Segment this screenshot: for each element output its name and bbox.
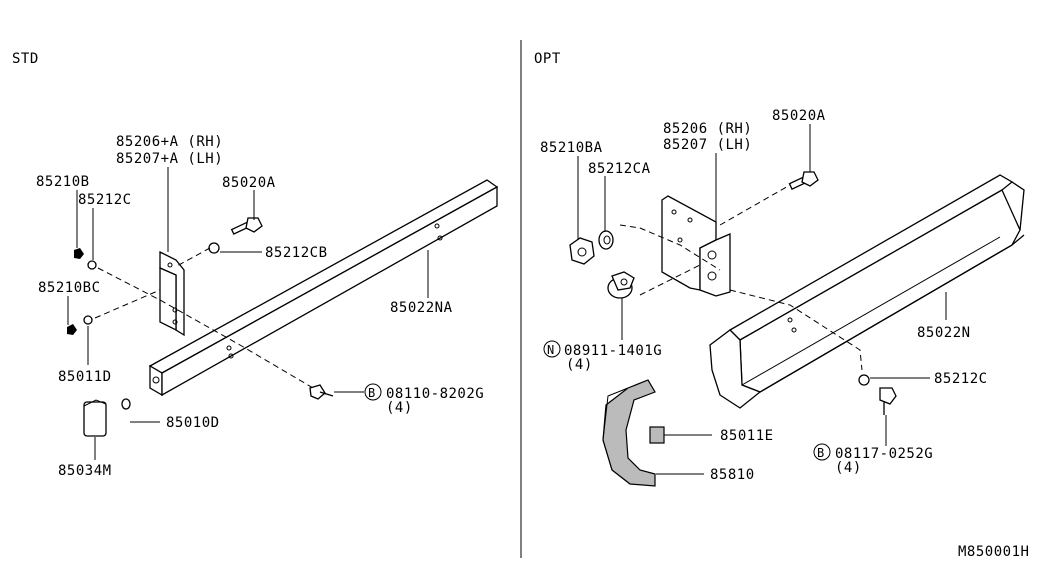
std-assembly-line-1 — [97, 267, 326, 396]
std-bolt-b-symbol-circle — [364, 383, 382, 401]
opt-washer-b-icon — [858, 374, 870, 386]
std-bolt-b-label: 08110-8202G — [386, 386, 484, 402]
opt-nut-icon — [569, 237, 595, 265]
opt-bracket-rh-label: 85206 (RH) — [663, 121, 752, 137]
std-nut-a-label: 85210B — [36, 174, 90, 190]
opt-section-label: OPT — [534, 51, 561, 67]
opt-bolt-b-symbol: B — [817, 446, 825, 460]
std-step-rail-label: 85022NA — [390, 300, 453, 316]
std-washer-icon — [208, 242, 220, 254]
opt-step-pad-icon — [602, 379, 656, 487]
std-nut-icon — [67, 248, 97, 335]
std-bolt-label: 85020A — [222, 175, 276, 191]
opt-nut-n-qty: (4) — [566, 357, 593, 373]
opt-step-rail — [709, 174, 1025, 409]
opt-nut-n-symbol: N — [547, 343, 555, 357]
opt-washer-a-label: 85212CA — [588, 161, 651, 177]
opt-bolt-b-symbol-circle — [813, 443, 831, 461]
std-end-cap-label: 85034M — [58, 463, 112, 479]
opt-flange-nut-icon — [607, 271, 635, 299]
std-section-label: STD — [12, 51, 39, 67]
std-assembly-line-2 — [94, 289, 161, 319]
std-washer-a-label: 85212C — [78, 192, 132, 208]
opt-nut-n-symbol-circle — [543, 340, 561, 358]
std-bracket — [159, 250, 185, 337]
std-washer-d-label: 85010D — [166, 415, 220, 431]
opt-nut-a-label: 85210BA — [540, 140, 603, 156]
std-washer-b-label: 85212CB — [265, 245, 328, 261]
std-end-cap-icon — [83, 399, 107, 437]
opt-bolt-b-icon — [879, 387, 897, 415]
opt-assembly-line-2 — [639, 264, 701, 296]
std-bolt-b-symbol: B — [368, 386, 376, 400]
opt-bolt-b-label: 08117-0252G — [835, 446, 933, 462]
std-bolt-b-icon — [309, 384, 334, 400]
opt-bolt-icon — [788, 171, 819, 190]
opt-bracket — [661, 195, 731, 297]
opt-washer-icon — [598, 230, 614, 250]
std-bracket-lh-label: 85207+A (LH) — [116, 151, 223, 167]
opt-step-rail-label: 85022N — [917, 325, 971, 341]
opt-end-cap-label: 85011E — [720, 428, 774, 444]
opt-bracket-lh-label: 85207 (LH) — [663, 137, 752, 153]
diagram-code: M850001H — [958, 544, 1029, 560]
std-washer-d-icon — [121, 398, 131, 410]
std-bolt-icon — [230, 217, 263, 235]
opt-assembly-line-4 — [729, 289, 863, 371]
std-washer-c-label: 85011D — [58, 369, 112, 385]
opt-bolt-b-qty: (4) — [835, 460, 862, 476]
opt-assembly-line-1 — [619, 224, 721, 271]
std-step-rail — [148, 179, 499, 397]
std-nut-b-label: 85210BC — [38, 280, 101, 296]
opt-nut-n-label: 08911-1401G — [564, 343, 662, 359]
opt-washer-b-label: 85212C — [934, 371, 988, 387]
opt-step-pad-label: 85810 — [710, 467, 755, 483]
std-assembly-line-3 — [176, 247, 211, 267]
std-bolt-b-qty: (4) — [386, 400, 413, 416]
opt-assembly-line-3 — [719, 184, 791, 226]
std-bracket-rh-label: 85206+A (RH) — [116, 134, 223, 150]
opt-end-cap-icon — [649, 426, 665, 444]
opt-bolt-label: 85020A — [772, 108, 826, 124]
